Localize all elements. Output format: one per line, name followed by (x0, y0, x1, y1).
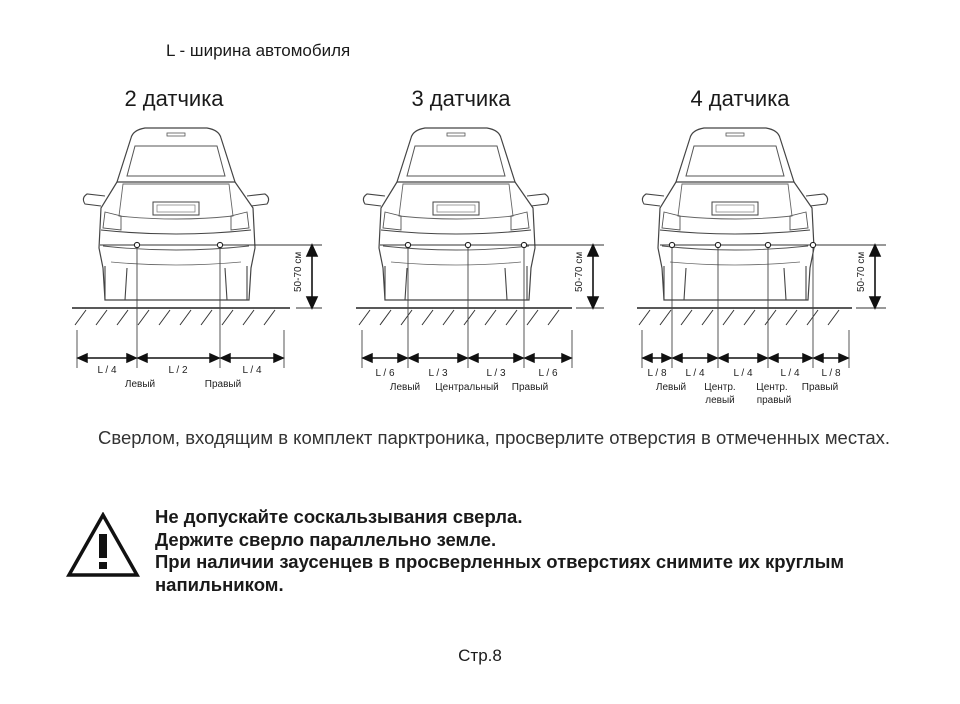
segment-label: L / 3 (428, 368, 448, 379)
drilling-instruction: Сверлом, входящим в комплект парктроника… (98, 427, 891, 448)
hatch-line (680, 309, 693, 326)
hatch-line (221, 309, 234, 326)
hatch-line (137, 309, 150, 326)
car-rear-view-icon (641, 127, 829, 301)
sensor-label: левый (705, 395, 734, 406)
dimension-arrow (641, 352, 673, 364)
title-3-sensors: 3 датчика (411, 86, 511, 111)
warning-item: Не допускайте соскальзывания сверла. (155, 506, 523, 527)
sensor-label: Центральный (435, 382, 499, 393)
sensor-label: Левый (390, 382, 420, 393)
car-rear-view-icon (362, 127, 550, 301)
hatch-line (179, 309, 192, 326)
sensor-point (714, 241, 722, 249)
hatch-line (547, 309, 560, 326)
hatch-line (659, 309, 672, 326)
segment-label: L / 3 (486, 368, 506, 379)
hatch-line (200, 309, 213, 326)
dimension-arrow (407, 352, 469, 364)
segment-label: L / 8 (821, 368, 841, 379)
hatch-line (638, 309, 651, 326)
hatch-line (442, 309, 455, 326)
sensor-point (809, 241, 817, 249)
height-label: 50-70 см (856, 252, 867, 292)
height-label: 50-70 см (293, 252, 304, 292)
title-4-sensors: 4 датчика (690, 86, 790, 111)
sensor-label: Центр. (704, 382, 735, 393)
dimension-arrows (76, 352, 850, 364)
sensor-label: Правый (205, 379, 241, 390)
sensor-placement-diagram: 50-70 см 50-70 см 50-70 см L / 4 L / 2 L… (72, 127, 886, 406)
dimension-arrow (717, 352, 769, 364)
hatch-line (358, 309, 371, 326)
hatch-line (806, 309, 819, 326)
segment-label: L / 4 (685, 368, 705, 379)
hatch-line (116, 309, 129, 326)
width-legend: L - ширина автомобиля (166, 41, 351, 60)
warning-item: Держите сверло параллельно земле. (155, 528, 497, 550)
hatch-line (785, 309, 798, 326)
hatch-line (421, 309, 434, 326)
dimension-arrow (361, 352, 409, 364)
sensor-point (216, 241, 224, 249)
warning-list: Не допускайте соскальзывания сверла. Дер… (155, 506, 915, 596)
segment-label: L / 8 (647, 368, 667, 379)
sensor-point (764, 241, 772, 249)
car-rear-view-icon (82, 127, 270, 301)
sensor-label: Правый (512, 382, 548, 393)
hatch-line (463, 309, 476, 326)
segment-label: L / 4 (733, 368, 753, 379)
dimension-arrow (136, 352, 221, 364)
title-2-sensors: 2 датчика (124, 86, 224, 111)
sensor-label: правый (757, 395, 792, 406)
sensor-point (464, 241, 472, 249)
sensor-point (520, 241, 528, 249)
hatch-line (484, 309, 497, 326)
hatch-line (526, 309, 539, 326)
sensor-point (668, 241, 676, 249)
dimension-arrow (671, 352, 719, 364)
dimension-arrow (219, 352, 285, 364)
height-label: 50-70 см (574, 252, 585, 292)
segment-label: L / 4 (242, 365, 262, 376)
hatch-line (95, 309, 108, 326)
hatch-line (242, 309, 255, 326)
sensor-point (133, 241, 141, 249)
sensor-label: Правый (802, 382, 838, 393)
warning-item: При наличии заусенцев в просверленных от… (155, 551, 845, 595)
dimension-arrow (467, 352, 525, 364)
dimension-arrow (767, 352, 814, 364)
segment-label: L / 6 (538, 368, 558, 379)
page-number: Стр.8 (458, 646, 502, 665)
dimension-arrow (76, 352, 138, 364)
hatch-line (722, 309, 735, 326)
dimension-arrow (523, 352, 573, 364)
sensor-point (404, 241, 412, 249)
segment-label: L / 4 (97, 365, 117, 376)
hatch-line (827, 309, 840, 326)
dimension-arrow (812, 352, 850, 364)
hatch-line (505, 309, 518, 326)
ground-hatching (74, 309, 840, 326)
sensor-label: Центр. (756, 382, 787, 393)
hatch-line (701, 309, 714, 326)
warning-triangle-icon (66, 512, 140, 577)
hatch-line (158, 309, 171, 326)
hatch-line (743, 309, 756, 326)
hatch-line (764, 309, 777, 326)
hatch-line (74, 309, 87, 326)
segment-label: L / 2 (168, 365, 188, 376)
sensor-label: Левый (125, 379, 155, 390)
hatch-line (400, 309, 413, 326)
hatch-line (379, 309, 392, 326)
hatch-line (263, 309, 276, 326)
segment-label: L / 4 (780, 368, 800, 379)
sensor-label: Левый (656, 382, 686, 393)
segment-label: L / 6 (375, 368, 395, 379)
